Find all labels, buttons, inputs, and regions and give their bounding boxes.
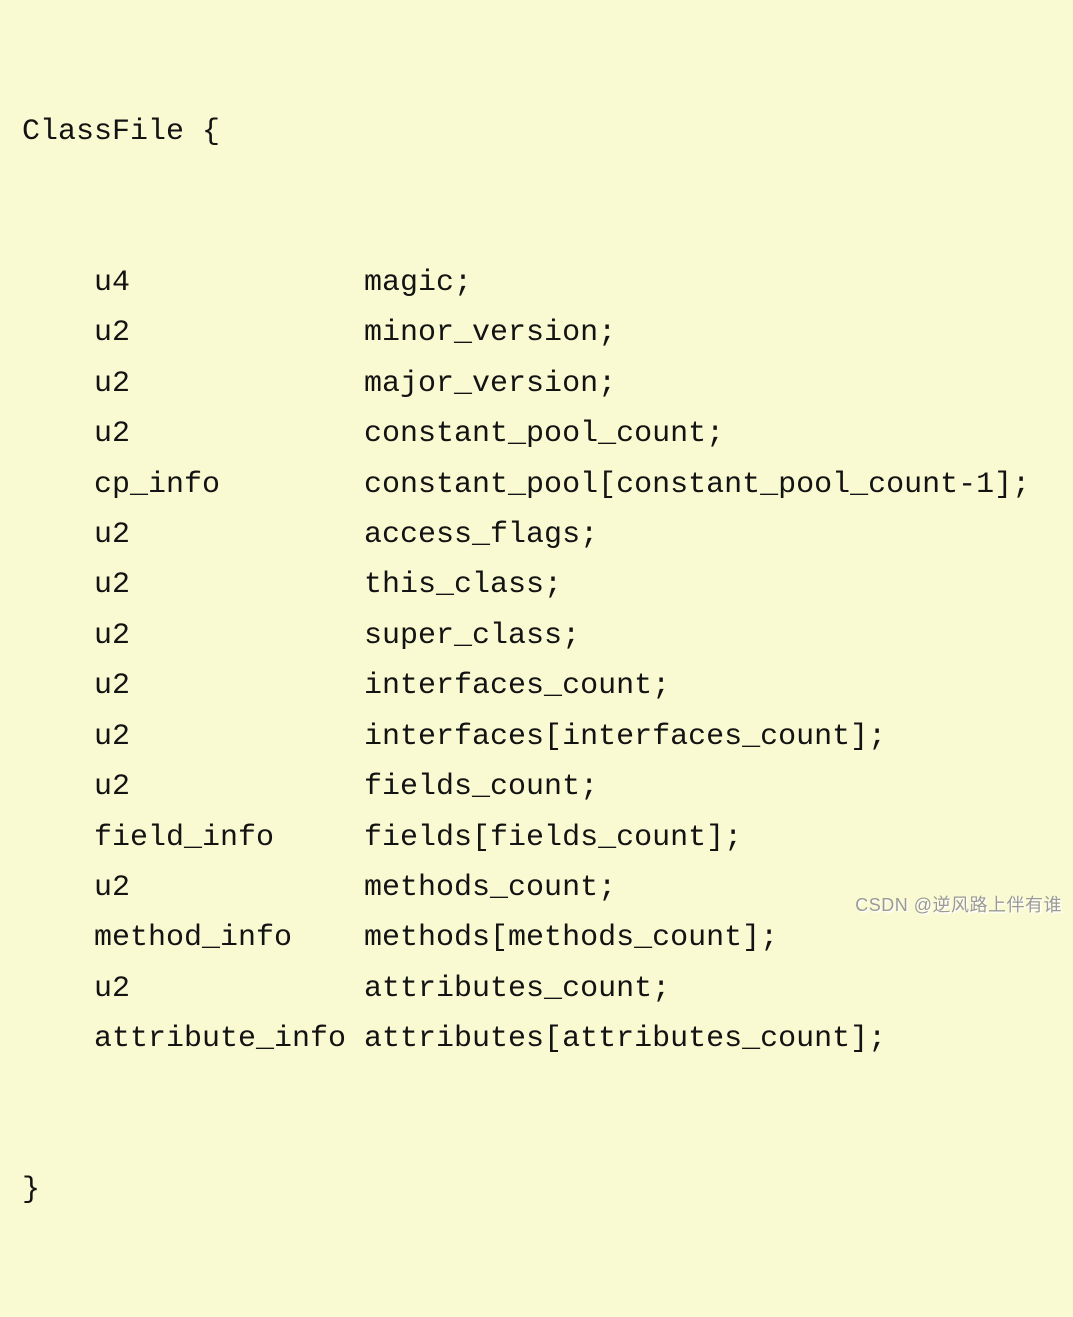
field-name: fields_count;	[364, 770, 599, 805]
struct-field-row: u2 interfaces[interfaces_count];	[22, 712, 1073, 762]
field-name: constant_pool[constant_pool_count-1];	[364, 467, 1031, 502]
field-type: u2	[94, 316, 131, 351]
struct-field-row: u2 access_flags;	[22, 510, 1073, 560]
struct-field-row: u2 super_class;	[22, 611, 1073, 661]
field-type: attribute_info	[94, 1022, 347, 1057]
field-name: interfaces[interfaces_count];	[364, 719, 887, 754]
field-type: u2	[94, 770, 131, 805]
field-type: u2	[94, 568, 131, 603]
struct-closing-brace: }	[22, 1173, 41, 1208]
struct-field-rows: u4 magic; u2 minor_version; u2 major_version;…	[22, 258, 1073, 1065]
field-name: minor_version;	[364, 316, 617, 351]
field-type: u2	[94, 870, 131, 905]
csdn-watermark: CSDN @逆风路上伴有谁	[855, 895, 1062, 915]
field-name: super_class;	[364, 618, 581, 653]
struct-field-row: attribute_info attributes[attributes_coun…	[22, 1014, 1073, 1064]
struct-field-row: u2 methods_count;	[22, 863, 1073, 913]
field-type: u2	[94, 719, 131, 754]
struct-field-row: u4 magic;	[22, 258, 1073, 308]
classfile-struct-listing: ClassFile { u4 magic; u2 minor_version; u2 ma…	[22, 6, 1073, 1317]
struct-field-row: field_info fields[fields_count];	[22, 813, 1073, 863]
field-name: fields[fields_count];	[364, 820, 743, 855]
field-name: constant_pool_count;	[364, 417, 725, 452]
struct-field-row: cp_info constant_pool[constant_pool_count…	[22, 460, 1073, 510]
struct-field-row: u2 this_class;	[22, 560, 1073, 610]
field-type: u2	[94, 669, 131, 704]
field-type: field_info	[94, 820, 275, 855]
field-name: attributes[attributes_count];	[364, 1022, 887, 1057]
field-name: access_flags;	[364, 518, 599, 553]
field-type: u2	[94, 518, 131, 553]
struct-header: ClassFile {	[22, 114, 221, 149]
field-name: major_version;	[364, 366, 617, 401]
field-name: magic;	[364, 266, 473, 301]
struct-field-row: u2 constant_pool_count;	[22, 409, 1073, 459]
field-type: u2	[94, 971, 131, 1006]
field-name: methods_count;	[364, 870, 617, 905]
field-type: method_info	[94, 921, 293, 956]
field-name: this_class;	[364, 568, 563, 603]
field-type: u4	[94, 266, 131, 301]
classfile-code-screenshot: ClassFile { u4 magic; u2 minor_version; u2 ma…	[22, 115, 1062, 1208]
struct-field-row: method_info methods[methods_count];	[22, 913, 1073, 963]
field-name: methods[methods_count];	[364, 921, 779, 956]
field-type: u2	[94, 366, 131, 401]
field-type: u2	[94, 417, 131, 452]
field-type: u2	[94, 618, 131, 653]
field-name: attributes_count;	[364, 971, 671, 1006]
struct-field-row: u2 major_version;	[22, 359, 1073, 409]
field-name: interfaces_count;	[364, 669, 671, 704]
field-type: cp_info	[94, 467, 221, 502]
struct-field-row: u2 interfaces_count;	[22, 661, 1073, 711]
struct-field-row: u2 fields_count;	[22, 762, 1073, 812]
struct-field-row: u2 attributes_count;	[22, 964, 1073, 1014]
struct-field-row: u2 minor_version;	[22, 308, 1073, 358]
